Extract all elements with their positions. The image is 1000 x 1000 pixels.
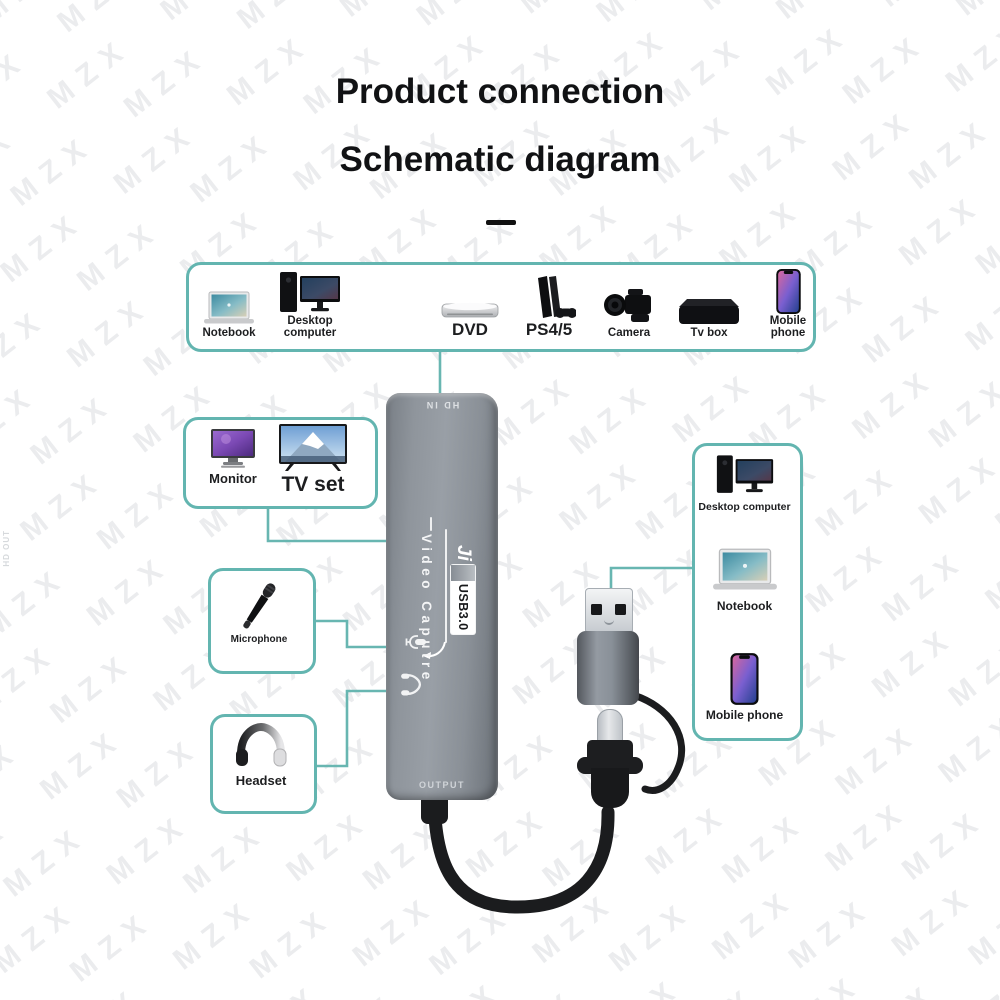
usb-c-connector-base — [591, 768, 629, 808]
source-item-camera: Camera — [591, 266, 667, 340]
source-item-label: Notebook — [202, 327, 256, 340]
usb-a-connector-body — [577, 631, 639, 705]
microphone-box — [208, 568, 316, 674]
output-item-desktop: Desktop computer — [694, 454, 795, 514]
usb-a-pin-hole — [591, 604, 602, 615]
source-item-label: Tv box — [690, 327, 728, 340]
source-item-notebook: Notebook — [190, 266, 268, 340]
source-item-dvd: DVD — [431, 266, 509, 340]
source-item-label: Mobile phone — [769, 314, 807, 340]
source-item-label: PS4/5 — [525, 320, 573, 340]
usb-a-logo-mark — [604, 617, 614, 625]
camera-icon — [601, 266, 657, 327]
brand-logo: Ji USB3.0 — [448, 545, 480, 653]
usb3-badge-shine — [451, 564, 475, 581]
microphone-label: Microphone — [230, 634, 288, 645]
usb-a-plug — [585, 588, 633, 632]
usb3-badge-text: USB3.0 — [456, 583, 470, 631]
hd-out-label: HD OUT — [2, 530, 11, 567]
video-capture-device: HD IN OUTPUT — [386, 393, 498, 800]
source-item-ps: PS4/5 — [511, 266, 587, 340]
headset-label: Headset — [235, 773, 287, 788]
headphone-port-icon — [401, 673, 422, 696]
output-item-phone: Mobile phone — [694, 652, 795, 722]
device-print-rule — [430, 517, 432, 531]
output-port-label: OUTPUT — [419, 780, 465, 790]
source-item-desktop: Desktop computer — [267, 266, 353, 340]
mic-port-icon — [405, 635, 426, 649]
output-item-label: Desktop computer — [698, 501, 791, 513]
desktop-computer-icon — [278, 266, 342, 315]
usb-c-plug — [597, 709, 623, 745]
usb-a-pin-hole — [615, 604, 626, 615]
hd-in-label: HD IN — [424, 400, 460, 410]
ps-console-icon — [522, 266, 576, 321]
page-title-line1: Product connection — [335, 72, 665, 111]
notebook-icon — [710, 548, 780, 594]
display-item-monitor: Monitor — [205, 428, 261, 486]
notebook-icon — [202, 266, 256, 327]
mobile-phone-icon — [729, 652, 760, 706]
source-item-label: Desktop computer — [283, 314, 337, 340]
source-item-label: Camera — [607, 327, 651, 340]
desktop-computer-icon — [715, 454, 775, 496]
device-name-print: Video Caputre — [419, 534, 434, 684]
display-item-tv: TV set — [278, 424, 348, 496]
display-item-label: TV set — [281, 473, 345, 496]
headset-item: Headset — [220, 722, 302, 788]
display-item-label: Monitor — [209, 471, 257, 486]
tv-box-icon — [679, 266, 739, 327]
source-item-label: DVD — [452, 320, 488, 340]
mobile-phone-icon — [775, 266, 802, 315]
output-item-notebook: Notebook — [694, 548, 795, 613]
tv-set-icon — [279, 424, 347, 472]
device-print-rule — [445, 529, 447, 643]
usb3-badge: USB3.0 — [451, 564, 475, 634]
source-item-tvbox: Tv box — [671, 266, 747, 340]
dvd-icon — [441, 266, 499, 321]
headset-icon — [233, 722, 289, 772]
page-title-line2: Schematic diagram — [339, 140, 661, 179]
microphone-item: Microphone — [218, 576, 300, 645]
microphone-icon — [229, 576, 289, 638]
output-item-label: Notebook — [716, 599, 773, 613]
logo-swoosh-arrow — [423, 641, 446, 659]
source-item-phone: Mobile phone — [752, 266, 824, 340]
title-dash — [486, 220, 516, 225]
brand-ji-text: Ji — [453, 545, 474, 561]
output-item-label: Mobile phone — [705, 708, 784, 722]
monitor-icon — [210, 428, 256, 469]
